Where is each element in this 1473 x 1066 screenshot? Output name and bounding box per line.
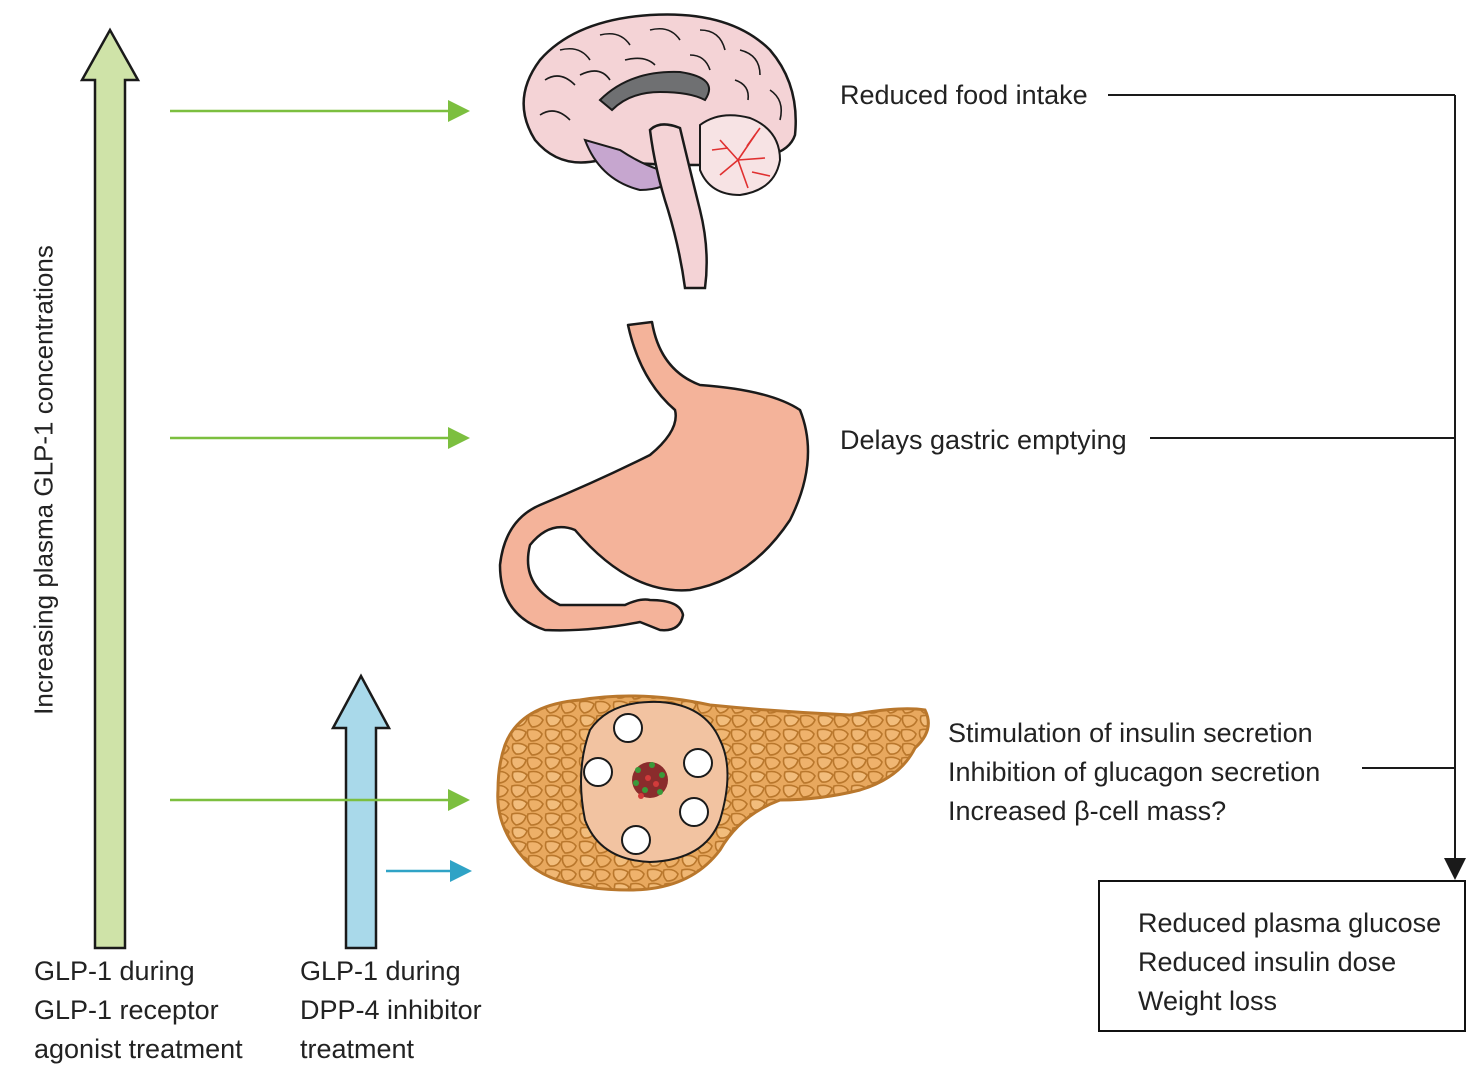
outcome-box: Reduced plasma glucose Reduced insulin d… <box>1098 880 1466 1032</box>
agonist-concentration-arrow <box>82 30 138 948</box>
effect-pancreas-insulin: Stimulation of insulin secretion <box>948 714 1320 753</box>
outcome-item: Weight loss <box>1138 982 1441 1021</box>
arrow-to-brain <box>170 100 470 122</box>
arrow-to-pancreas <box>170 789 470 811</box>
effect-stomach: Delays gastric emptying <box>840 427 1127 454</box>
agonist-treatment-label: GLP-1 during GLP-1 receptor agonist trea… <box>34 952 243 1066</box>
dpp4-treatment-label: GLP-1 during DPP-4 inhibitor treatment <box>300 952 482 1066</box>
agonist-label-line: agonist treatment <box>34 1030 243 1066</box>
agonist-label-line: GLP-1 receptor <box>34 991 243 1030</box>
outcome-arrowhead <box>1444 858 1466 880</box>
outcome-list: Reduced plasma glucose Reduced insulin d… <box>1138 904 1441 1021</box>
effect-pancreas-beta: Increased β-cell mass? <box>948 792 1320 831</box>
vertical-axis-label: Increasing plasma GLP-1 concentrations <box>29 245 60 715</box>
effect-pancreas-glucagon: Inhibition of glucagon secretion <box>948 753 1320 792</box>
arrow-to-stomach <box>170 427 470 449</box>
dpp4-label-line: treatment <box>300 1030 482 1066</box>
effects-pancreas: Stimulation of insulin secretion Inhibit… <box>948 714 1320 831</box>
outcome-item: Reduced insulin dose <box>1138 943 1441 982</box>
stomach-icon <box>500 322 808 630</box>
blue-arrow-to-pancreas <box>386 860 472 882</box>
brain-icon <box>524 14 796 288</box>
agonist-label-line: GLP-1 during <box>34 952 243 991</box>
outcome-item: Reduced plasma glucose <box>1138 904 1441 943</box>
dpp4-label-line: GLP-1 during <box>300 952 482 991</box>
dpp4-concentration-arrow <box>333 676 389 948</box>
effect-brain: Reduced food intake <box>840 82 1088 109</box>
dpp4-label-line: DPP-4 inhibitor <box>300 991 482 1030</box>
pancreas-icon <box>498 696 929 890</box>
